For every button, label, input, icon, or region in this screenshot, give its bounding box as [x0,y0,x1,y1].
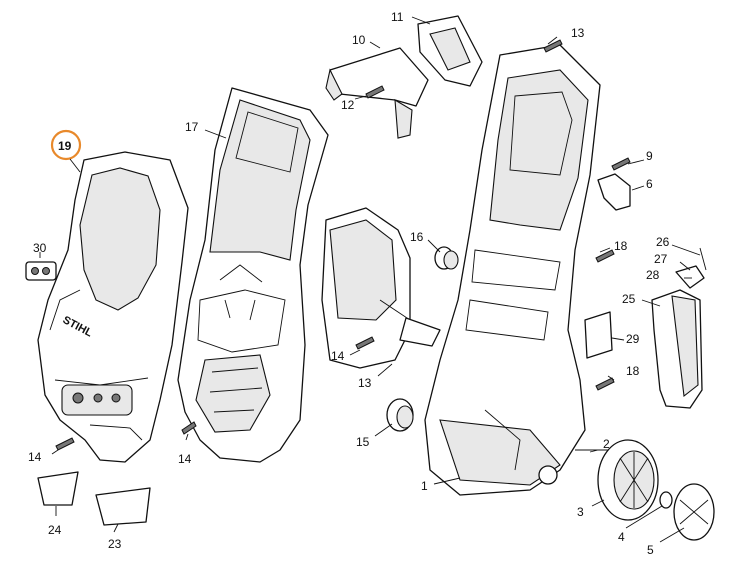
callout-label-14-left: 14 [28,450,42,464]
part-9-screw[interactable] [611,157,631,171]
callout-label-10: 10 [352,33,366,47]
callout-label-25: 25 [622,292,636,306]
part-17-frame[interactable] [177,87,329,463]
callout-label-30: 30 [33,241,47,255]
callout-label-1: 1 [421,479,428,493]
part-30-bracket[interactable] [25,252,57,281]
part-23-tray[interactable] [95,487,151,526]
callout-label-12: 12 [341,98,355,112]
callout-label-18-bottom: 18 [626,364,640,378]
part-13-housing[interactable] [321,207,441,369]
part-14-screw[interactable] [55,437,75,451]
callout-label-3: 3 [577,505,584,519]
leader-lines [51,16,701,543]
callout-label-13-top: 13 [571,26,585,40]
callout-label-4: 4 [618,530,625,544]
callout-label-27: 27 [654,252,668,266]
part-11-cap[interactable] [417,15,483,87]
part-19-front-cover[interactable]: STIHL [37,151,189,463]
part-14-screw[interactable] [355,336,375,350]
callout-label-14-center: 14 [178,452,192,466]
part-16-knob[interactable] [434,246,459,270]
part-1-chassis[interactable] [424,44,601,496]
callout-label-18-top: 18 [614,239,628,253]
part-4-washer[interactable] [659,491,673,509]
part-25-tank[interactable] [651,289,703,409]
part-18-screw[interactable] [595,249,615,263]
part-10-bracket[interactable] [325,47,429,139]
callout-label-23: 23 [108,537,122,551]
callout-label-9: 9 [646,149,653,163]
callout-label-11: 11 [391,10,404,24]
callout-label-6: 6 [646,177,653,191]
callout-label-26: 26 [656,235,670,249]
callout-label-19: 19 [58,139,72,153]
part-18-screw[interactable] [595,377,615,391]
callout-19-highlight[interactable]: 19 [50,129,82,173]
part-3-wheel[interactable] [597,439,659,521]
part-29-label[interactable] [584,311,613,359]
part-12-screw[interactable] [365,85,385,99]
part-24-tray[interactable] [37,471,79,506]
part-15-hub[interactable] [386,398,414,432]
part-6-clip[interactable] [597,173,631,211]
part-5-hubcap[interactable] [673,483,715,541]
callout-label-24: 24 [48,523,62,537]
callout-label-14-mid: 14 [331,349,345,363]
callout-label-29: 29 [626,332,640,346]
part-28-cap[interactable] [675,265,705,289]
callout-label-2: 2 [603,437,610,451]
callout-label-15: 15 [356,435,370,449]
callout-label-13-bottom: 13 [358,376,372,390]
callout-label-17: 17 [185,120,199,134]
callout-label-28: 28 [646,268,660,282]
callout-label-16: 16 [410,230,424,244]
callout-labels: 11 10 13 12 17 9 6 16 18 30 26 27 28 25 … [28,10,670,557]
part-26-rod[interactable] [699,247,707,271]
part-14-screw[interactable] [181,421,197,435]
callout-label-5: 5 [647,543,654,557]
part-13-screw[interactable] [543,39,563,53]
